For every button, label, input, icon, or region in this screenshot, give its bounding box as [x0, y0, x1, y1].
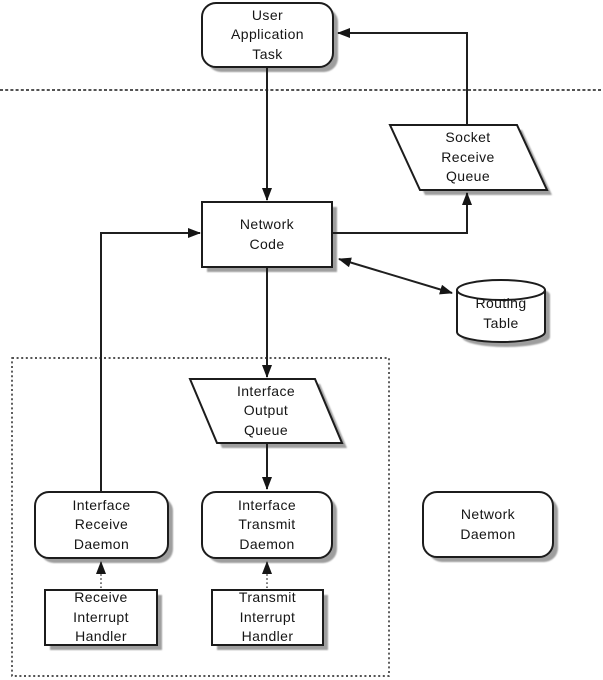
network-code-shape [201, 201, 333, 268]
interface-output-queue-shape [188, 378, 344, 444]
routing-table-body-shape [456, 290, 546, 343]
network-daemon-shape [422, 491, 554, 558]
edge-networkcode-to-socketqueue [332, 192, 472, 234]
transmit-interrupt-handler-shape [211, 589, 324, 646]
routing-table-top-shape [456, 279, 546, 301]
receive-interrupt-handler-shape [44, 589, 158, 646]
socket-receive-queue-shape [388, 124, 549, 191]
edge-socketqueue-to-userapp [337, 28, 468, 125]
interface-receive-daemon-shape [34, 491, 169, 559]
interface-layer-boundary-box [11, 357, 390, 677]
user-application-task-shape [201, 2, 334, 68]
node-shapes [34, 2, 554, 646]
edges [96, 28, 472, 588]
edge-networkcode-routingtable [338, 257, 453, 295]
interface-transmit-daemon-shape [201, 491, 333, 559]
edge-receivedaemon-to-networkcode [100, 228, 201, 492]
